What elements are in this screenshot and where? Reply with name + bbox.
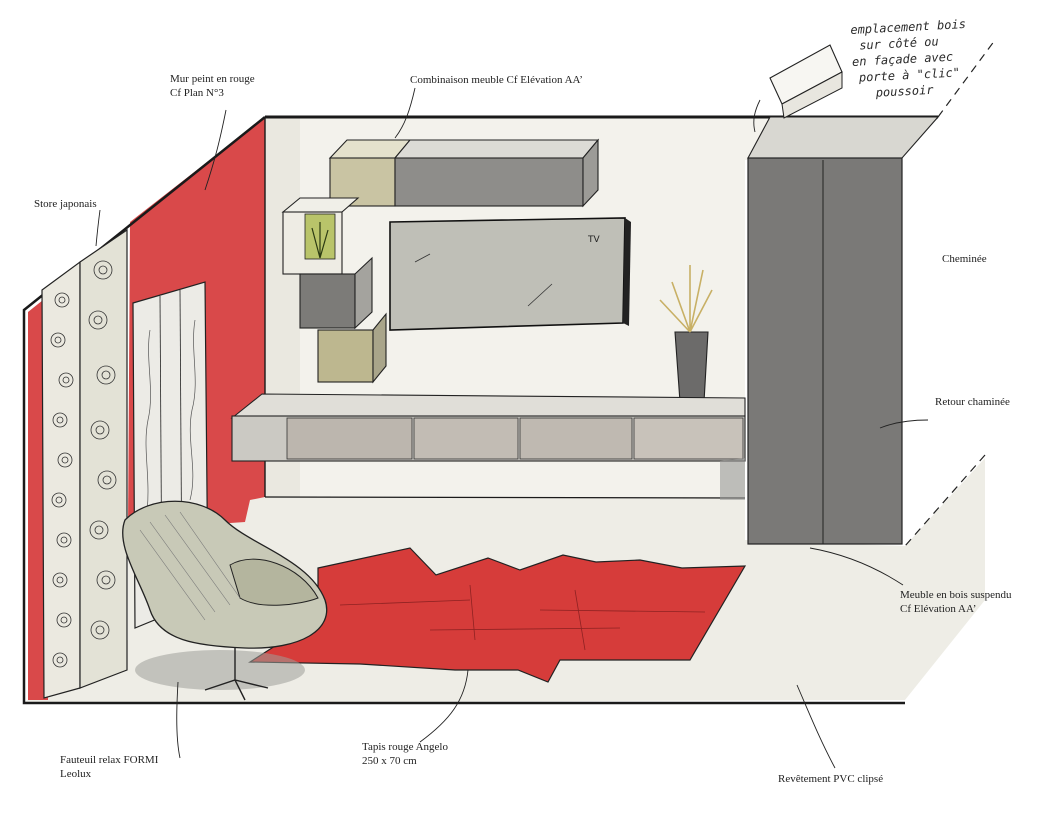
window-reflection — [145, 329, 151, 521]
cabinet-drawer — [519, 417, 633, 460]
label-red-wall: Mur peint en rouge Cf Plan N°3 — [170, 72, 255, 100]
armchair-hatching — [139, 511, 241, 621]
label-armchair-line1: Fauteuil relax FORMI — [60, 754, 159, 766]
label-floor-covering: Revêtement PVC clipsé — [778, 773, 884, 785]
armchair-base — [204, 648, 269, 701]
cabinet-khaki-cube — [317, 329, 374, 383]
chair-shadow — [135, 650, 305, 690]
cabinet-drawer — [413, 417, 519, 460]
label-armchair-line2: Leolux — [60, 768, 92, 780]
handwritten-note: emplacement bois sur côté ou en façade a… — [850, 16, 970, 102]
cabinet-dark-cube-side — [354, 256, 373, 330]
cabinet-long-grey — [394, 157, 584, 207]
blind-rose-pattern — [50, 260, 117, 668]
label-armchair: Fauteuil relax FORMI Leolux — [60, 753, 158, 781]
cabinet-side — [582, 138, 599, 208]
label-furniture-combination: Combinaison meuble Cf Elévation AA’ — [410, 74, 583, 86]
armchair-shell — [122, 500, 328, 649]
dashed-line — [904, 454, 986, 547]
japanese-blind-panel — [41, 260, 81, 699]
suspended-cabinet-top — [230, 393, 746, 419]
cabinet-drawer — [286, 417, 413, 460]
pointer-lines — [95, 87, 929, 769]
window-reflection — [189, 319, 196, 501]
tv-reflection — [414, 253, 431, 263]
label-suspended-cabinet: Meuble en bois suspendu Cf Elévation AA’ — [900, 588, 1012, 616]
vase-branches — [659, 265, 713, 333]
label-red-wall-line1: Mur peint en rouge — [170, 73, 255, 85]
label-rug-line1: Tapis rouge Angelo — [362, 741, 448, 753]
room-outline — [264, 496, 746, 499]
tv-reflection — [527, 283, 553, 307]
chimney-top — [747, 116, 940, 159]
vase — [674, 331, 709, 403]
label-red-wall-line2: Cf Plan N°3 — [170, 87, 224, 99]
label-suspended-cabinet-line2: Cf Elévation AA’ — [900, 603, 977, 615]
label-chimney: Cheminée — [942, 253, 987, 265]
label-suspended-cabinet-line1: Meuble en bois suspendu — [900, 589, 1012, 601]
cabinet-khaki-cube-side — [372, 312, 387, 384]
cabinet-top-grey — [393, 139, 600, 159]
rug-pattern — [339, 584, 706, 651]
tv-label: TV — [587, 235, 600, 245]
label-rug: Tapis rouge Angelo 250 x 70 cm — [362, 740, 448, 768]
chimney — [747, 157, 903, 545]
japanese-blind-panel — [79, 228, 128, 689]
plant-leaves — [311, 222, 329, 259]
dashed-line — [937, 39, 996, 118]
label-rug-line2: 250 x 70 cm — [362, 755, 417, 767]
cabinet-dark-cube — [299, 273, 356, 329]
room-outline — [22, 116, 905, 705]
label-chimney-return: Retour chaminée — [935, 396, 1010, 408]
armchair-seat — [229, 558, 319, 606]
wood-sample — [781, 71, 843, 119]
cabinet-shadow — [720, 458, 745, 500]
label-japanese-blind: Store japonais — [34, 198, 97, 210]
cabinet-drawer — [633, 417, 744, 460]
tv-edge — [623, 218, 631, 326]
